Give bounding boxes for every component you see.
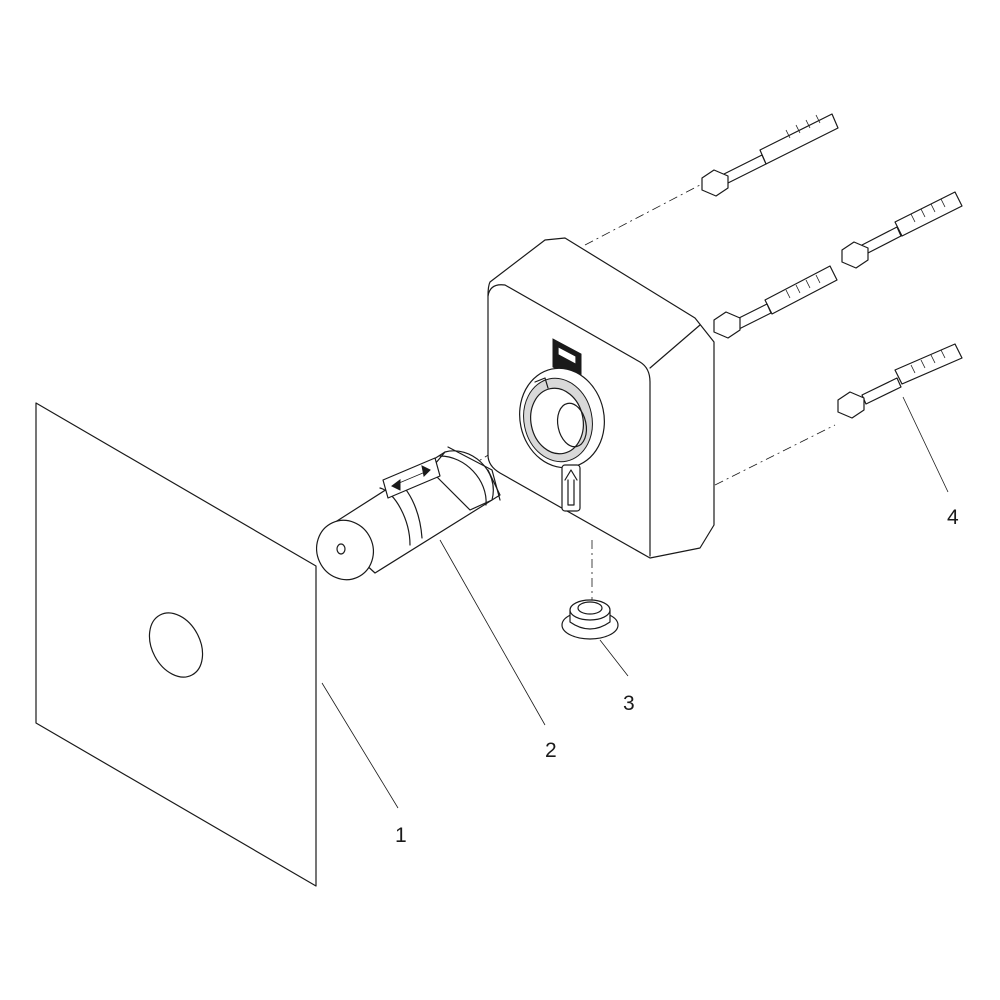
- sensor-window: [519, 367, 605, 469]
- callout-3: 3: [623, 692, 635, 715]
- cylinder-arrow-label: [382, 457, 441, 499]
- leader-3: [599, 639, 629, 677]
- screw-anchor-2: [841, 191, 963, 269]
- wall-plate: [35, 402, 317, 887]
- callout-4: 4: [947, 506, 959, 529]
- cover-housing: [487, 237, 715, 559]
- sensor-cylinder: [316, 446, 501, 581]
- leader-1: [321, 682, 399, 809]
- screw-anchor-1: [701, 113, 839, 197]
- screw-anchor-4: [837, 343, 963, 419]
- callout-2: 2: [545, 739, 557, 762]
- leader-4: [902, 396, 949, 493]
- screw-anchor-set: [701, 113, 963, 419]
- up-arrow-icon: [561, 464, 581, 512]
- plate-hole: [148, 612, 204, 678]
- screw-anchor-3: [713, 265, 838, 339]
- callout-1: 1: [395, 824, 407, 847]
- bushing: [561, 599, 619, 640]
- leader-2: [439, 539, 546, 726]
- leader-lines: [321, 396, 949, 809]
- callout-labels: 1 2 3 4: [395, 506, 959, 847]
